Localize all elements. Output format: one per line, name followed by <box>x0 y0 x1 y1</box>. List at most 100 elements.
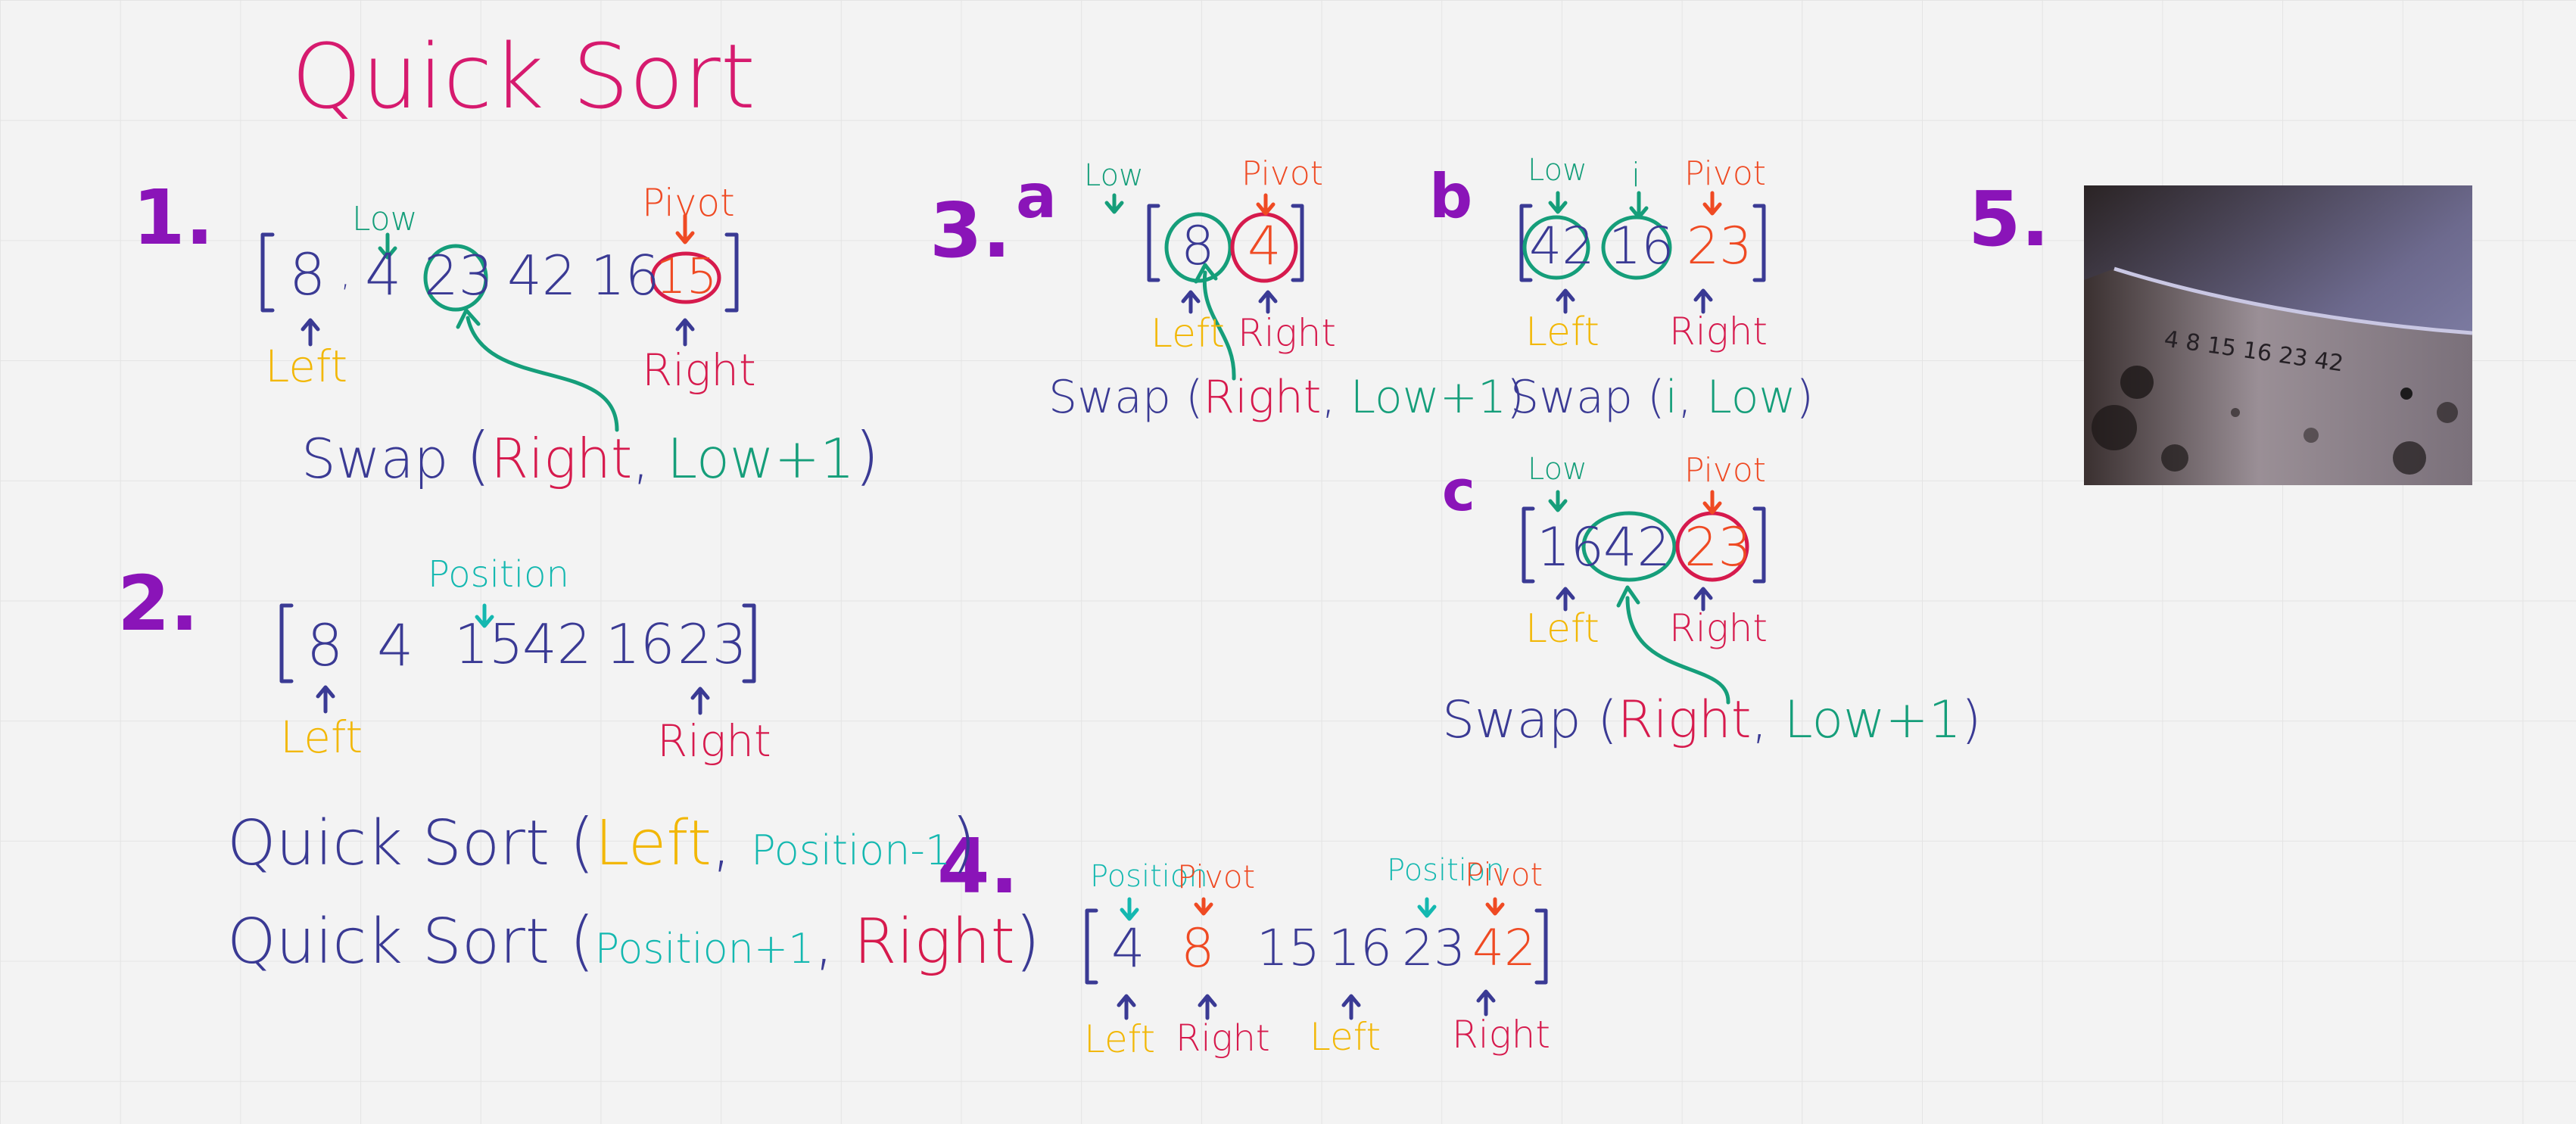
step4-bracket-left <box>1085 908 1098 985</box>
step3c-swap-call: Swap (Right, Low+1) <box>1442 690 1982 750</box>
step3b-swap-arg2: Low <box>1706 371 1796 424</box>
step2-call1-arg1: Left <box>594 808 712 880</box>
step1-swap-arg2: Low+1 <box>666 427 855 490</box>
step3c-left-label: Left <box>1525 606 1599 652</box>
step4-right1-label: Right <box>1176 1017 1270 1060</box>
step3a-right-label: Right <box>1238 311 1336 355</box>
step3c-value-1: 42 <box>1603 516 1671 578</box>
engraved-stone-photo: 4 8 15 16 23 42 <box>2084 185 2472 485</box>
step3a-swap-arg1: Right <box>1203 371 1322 424</box>
step3a-swap-arg2: Low+1 <box>1350 371 1507 424</box>
step3a-bracket-right <box>1291 204 1304 282</box>
step3b-low-arrow <box>1548 191 1568 214</box>
step3b-swap-word: Swap <box>1510 371 1634 424</box>
step-number-5: 5. <box>1968 175 2050 263</box>
step3-sub-c: c <box>1442 459 1475 524</box>
step1-value-3: 42 <box>507 244 577 307</box>
step3a-value-0: 8 <box>1181 215 1215 277</box>
step1-bracket-right <box>724 232 739 313</box>
step1-low-label: Low <box>352 200 418 238</box>
step3b-i-label: i <box>1631 156 1641 195</box>
step1-left-label: Left <box>265 341 348 392</box>
step3c-bracket-left <box>1522 506 1535 584</box>
step4-left2-label: Left <box>1310 1015 1381 1059</box>
step3a-left-label: Left <box>1151 311 1225 357</box>
step3b-pivot-label: Pivot <box>1684 154 1767 193</box>
step2-value-3: 42 <box>522 612 592 676</box>
step1-swap-call: Swap (Right, Low+1) <box>301 419 880 493</box>
step2-value-2: 15 <box>454 612 524 676</box>
step4-left1-arrow <box>1117 994 1136 1020</box>
step1-bracket-left <box>260 232 275 313</box>
step3b-i-arrow <box>1629 191 1649 220</box>
step1-right-arrow <box>675 318 695 347</box>
step1-swap-arg1: Right <box>491 427 633 490</box>
step3c-pivot-arrow <box>1702 490 1722 515</box>
step3b-bracket-right <box>1752 204 1766 282</box>
step3c-value-2: 23 <box>1684 516 1752 578</box>
step3a-bracket-left <box>1147 204 1160 282</box>
step1-value-0: 8 <box>289 241 326 308</box>
step3c-right-label: Right <box>1669 606 1768 650</box>
step3b-value-2: 23 <box>1687 216 1752 276</box>
step2-right-arrow <box>690 687 710 715</box>
step2-call2-arg1: Position+1 <box>594 925 815 973</box>
step4-pivot2-label: Pivot <box>1465 856 1543 893</box>
step1-value-1: 4 <box>365 241 402 308</box>
step4-right2-arrow <box>1476 989 1496 1017</box>
step1-right-label: Right <box>642 344 756 396</box>
step2-value-1: 4 <box>377 612 414 679</box>
step3c-swap-word: Swap <box>1442 690 1581 750</box>
step2-position-label: Position <box>428 553 569 596</box>
step3b-pivot-arrow <box>1702 191 1722 216</box>
step3b-swap-call: Swap (i, Low) <box>1510 371 1814 424</box>
step4-value-1: 8 <box>1181 917 1215 979</box>
step3a-left-arrow <box>1181 290 1201 314</box>
step2-bracket-left <box>279 603 294 683</box>
step2-left-arrow <box>316 685 335 714</box>
step1-pivot-label: Pivot <box>642 181 735 225</box>
step2-call1-arg2: Position-1 <box>751 827 952 874</box>
step3a-low-label: Low <box>1084 158 1144 193</box>
step3b-right-arrow <box>1693 288 1713 314</box>
step3-sub-a: a <box>1016 161 1057 232</box>
step1-comma: , <box>341 259 350 294</box>
step3b-low-label: Low <box>1528 153 1587 188</box>
step1-value-4: 16 <box>590 244 660 307</box>
step4-left1-label: Left <box>1084 1017 1156 1061</box>
step3a-value-1: 4 <box>1248 215 1282 277</box>
step1-value-2: 23 <box>424 244 494 307</box>
step3a-swap-call: Swap (Right, Low+1) <box>1048 371 1525 424</box>
step2-value-0: 8 <box>307 612 344 679</box>
step2-value-5: 23 <box>677 612 747 676</box>
step2-call1-name: Quick Sort <box>227 808 550 880</box>
step4-value-5: 42 <box>1472 919 1536 977</box>
step3c-pivot-label: Pivot <box>1684 451 1767 490</box>
step3c-low-arrow <box>1548 490 1568 512</box>
step-number-4: 4. <box>937 822 1019 911</box>
step-number-3: 3. <box>930 186 1011 275</box>
step2-call-1: Quick Sort (Left, Position-1) <box>227 805 977 880</box>
step4-position2-arrow <box>1417 897 1437 918</box>
step4-value-0: 4 <box>1111 917 1145 979</box>
step3c-swap-arg2: Low+1 <box>1783 690 1961 750</box>
step4-pivot1-label: Pivot <box>1177 858 1256 895</box>
step2-value-4: 16 <box>606 612 675 676</box>
step3c-low-label: Low <box>1528 452 1587 487</box>
step3c-bracket-right <box>1752 506 1766 584</box>
step2-call-2: Quick Sort (Position+1, Right) <box>227 903 1041 979</box>
step4-right2-label: Right <box>1452 1013 1550 1057</box>
step3b-left-label: Left <box>1525 310 1599 355</box>
step3b-value-0: 42 <box>1529 216 1595 276</box>
step-number-2: 2. <box>117 559 199 648</box>
step3c-swap-arg1: Right <box>1617 690 1752 750</box>
step4-position2-label: Position <box>1387 853 1505 888</box>
step3c-value-0: 16 <box>1537 516 1605 578</box>
step3a-pivot-label: Pivot <box>1241 154 1324 193</box>
step3b-left-arrow <box>1556 288 1575 314</box>
step4-value-2: 15 <box>1257 919 1320 977</box>
step4-bracket-right <box>1534 908 1548 985</box>
step4-pivot1-arrow <box>1194 897 1213 916</box>
step3a-pivot-arrow <box>1256 193 1276 216</box>
stone-illustration <box>2084 185 2472 485</box>
